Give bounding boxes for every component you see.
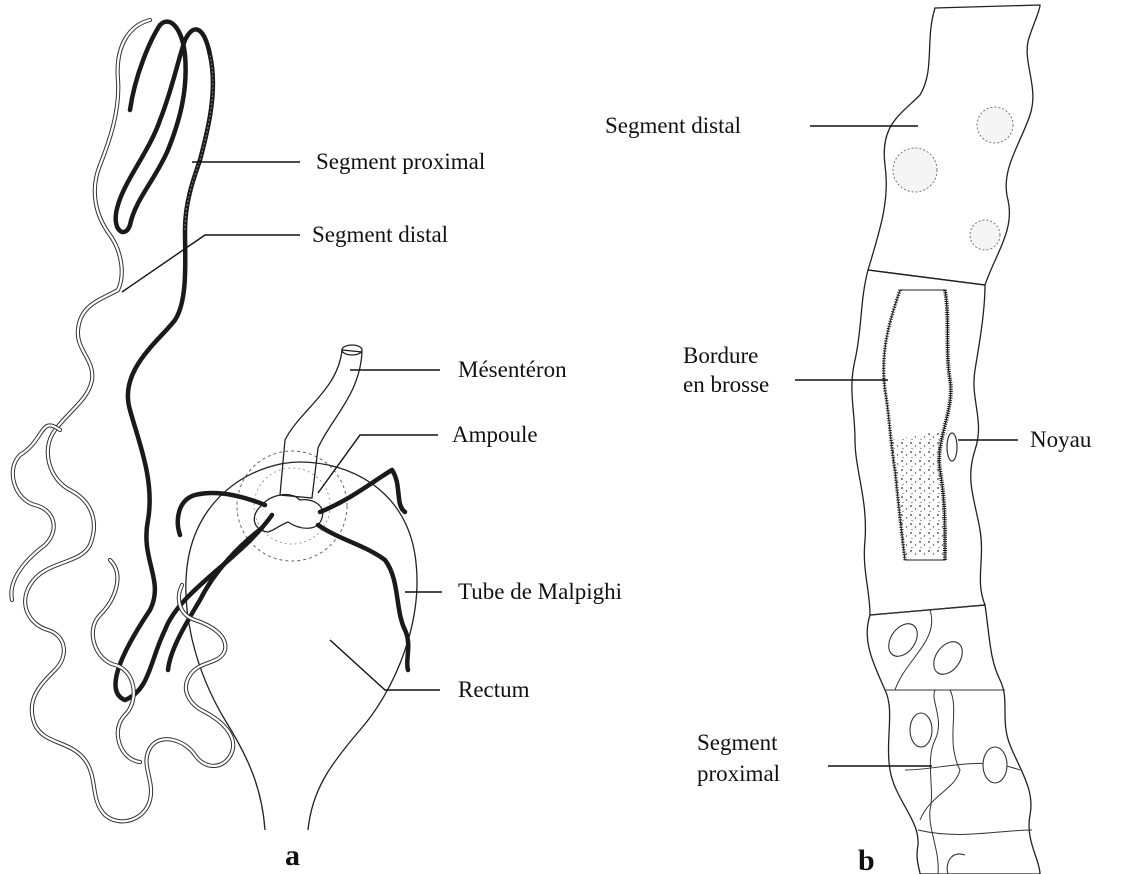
leader-ampoule	[318, 435, 438, 493]
label-segment-proximal-b-line1: Segment	[697, 730, 778, 755]
label-bordure-line2: en brosse	[683, 372, 769, 397]
malpighi-tubule-left2	[168, 528, 262, 670]
figure-a: Segment proximal Segment distal Mésentér…	[11, 20, 622, 872]
label-noyau: Noyau	[1030, 427, 1092, 452]
noyau-nucleus	[947, 433, 957, 461]
label-bordure-line1: Bordure	[683, 343, 758, 368]
label-rectum: Rectum	[458, 677, 530, 702]
leader-rectum	[330, 640, 440, 690]
segment-proximal-tubule	[115, 22, 272, 700]
label-mesenteron: Mésentéron	[458, 357, 567, 382]
malpighi-tubule-left	[178, 493, 265, 535]
label-segment-distal-b: Segment distal	[605, 113, 741, 138]
segment-distal-tubule	[25, 20, 233, 821]
label-segment-distal-a: Segment distal	[312, 222, 448, 247]
panel-label-a: a	[285, 839, 300, 872]
label-ampoule: Ampoule	[452, 422, 538, 447]
label-segment-proximal-a: Segment proximal	[316, 149, 485, 174]
mesenteron-tube	[280, 350, 362, 498]
label-segment-proximal-b-line2: proximal	[697, 761, 780, 786]
leader-segment-distal-a	[122, 235, 300, 292]
rectum-outline	[186, 462, 417, 830]
malpighi-tubule-right	[320, 470, 405, 512]
panel-label-b: b	[858, 844, 875, 874]
label-tube-malpighi: Tube de Malpighi	[458, 579, 622, 604]
figure-b: Segment distal Bordure en brosse Noyau S…	[605, 5, 1092, 874]
malpighi-tubule-right2	[318, 525, 408, 670]
distal-segment-cells	[868, 5, 1040, 285]
